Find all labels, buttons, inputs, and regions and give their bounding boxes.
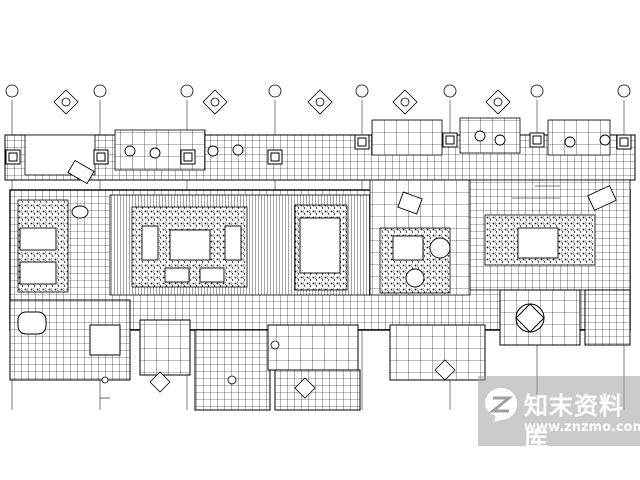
znzmo-logo-icon	[485, 388, 517, 422]
watermark-url: www.znzmo.com	[524, 420, 640, 435]
watermark-box: 知末资料库 www.znzmo.com	[478, 376, 640, 455]
service-rooms	[9, 289, 631, 411]
lower-light-symbols	[101, 340, 456, 399]
watermark-title: 知末资料库	[524, 392, 624, 455]
annotation-ticks	[100, 185, 560, 399]
column-markers	[5, 132, 632, 165]
axis-bubbles	[5, 84, 631, 98]
furniture	[19, 130, 617, 288]
diamond-light-symbols	[53, 89, 511, 115]
balcony-band	[4, 117, 636, 181]
